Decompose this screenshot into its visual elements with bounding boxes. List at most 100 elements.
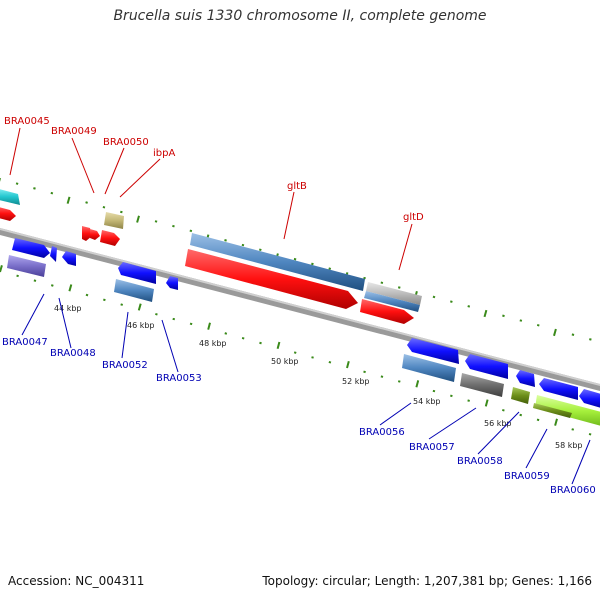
gene-label-bra0047: BRA0047 (2, 337, 48, 348)
minor-tick (102, 206, 106, 209)
major-tick (0, 265, 3, 273)
gene-label-bra0058: BRA0058 (457, 456, 503, 467)
feature-steel-gltd (364, 291, 420, 312)
minor-tick (15, 182, 19, 185)
minor-tick (589, 338, 592, 341)
minor-tick (571, 333, 575, 336)
minor-tick (450, 300, 453, 303)
minor-tick (189, 322, 193, 326)
minor-tick (588, 432, 592, 436)
feature-red-ibpa (100, 230, 120, 246)
minor-tick (363, 276, 366, 280)
gene-label-bra0053: BRA0053 (156, 373, 202, 384)
minor-tick (172, 224, 175, 228)
minor-tick (50, 284, 54, 287)
gene-label-bra0048: BRA0048 (50, 348, 96, 359)
feature-steel-0052 (114, 279, 154, 302)
gene-label-bra0060: BRA0060 (550, 485, 596, 496)
features (0, 189, 600, 426)
scale-labels: 44 kbp 46 kbp 48 kbp 50 kbp 52 kbp 54 kb… (54, 304, 583, 450)
minor-tick (467, 305, 471, 308)
major-tick (484, 399, 489, 407)
minor-tick (311, 262, 314, 266)
feature-blue-0058 (516, 370, 535, 387)
topology-summary: Topology: circular; Length: 1,207,381 bp… (262, 574, 592, 588)
gene-label-gltd: gltD (403, 212, 424, 223)
minor-tick (432, 389, 436, 393)
feature-blue-0056 (407, 338, 459, 364)
feature-purple-0047 (7, 255, 46, 277)
feature-steel-gltb (190, 233, 365, 291)
minor-tick (120, 303, 124, 306)
minor-tick (241, 243, 245, 247)
gene-label-bra0059: BRA0059 (504, 471, 550, 482)
minor-tick (103, 298, 106, 302)
major-tick (554, 418, 558, 426)
major-tick (207, 322, 211, 330)
minor-tick (154, 220, 158, 223)
feature-blue-0059 (539, 378, 578, 400)
feature-blue-0052 (118, 262, 156, 284)
gene-labels-top: BRA0045 BRA0049 BRA0050 ibpA gltB gltD (4, 116, 424, 223)
minor-tick (155, 312, 158, 316)
minor-tick (224, 332, 228, 335)
feature-gray-gltd (366, 282, 422, 305)
gene-label-bra0057: BRA0057 (409, 442, 455, 453)
minor-tick (311, 356, 314, 359)
minor-tick (536, 418, 540, 422)
tick-label-44: 44 kbp (54, 304, 82, 313)
feature-blue-0047 (12, 238, 50, 258)
major-tick (68, 284, 73, 292)
minor-tick (241, 337, 245, 340)
minor-tick (224, 239, 227, 242)
gene-label-gltb: gltB (287, 181, 307, 192)
major-tick (136, 215, 140, 223)
minor-tick (172, 317, 176, 321)
tick-label-58: 58 kbp (555, 441, 583, 450)
major-tick (346, 360, 350, 369)
minor-tick (432, 295, 436, 299)
feature-cyan (0, 189, 20, 205)
tick-label-56: 56 kbp (484, 419, 512, 428)
accession-text: Accession: NC_004311 (8, 574, 145, 588)
minor-tick (85, 293, 89, 297)
feature-dark-0057 (460, 373, 504, 397)
major-tick (137, 303, 142, 311)
gene-label-ibpa: ibpA (153, 148, 175, 159)
backbone (0, 228, 600, 391)
major-tick (276, 341, 281, 350)
minor-tick (536, 324, 540, 327)
minor-tick (85, 201, 88, 204)
minor-tick (33, 187, 36, 190)
minor-tick (519, 413, 523, 417)
feature-khaki (104, 212, 124, 229)
major-tick (415, 380, 420, 388)
minor-tick (16, 274, 19, 278)
feature-red-gltd (360, 299, 414, 324)
feature-blue-small (50, 246, 57, 262)
feature-red-left (0, 207, 16, 221)
feature-olive-0058 (511, 387, 530, 404)
minor-tick (380, 281, 384, 284)
minor-tick (397, 286, 401, 289)
feature-blue-0057 (465, 354, 508, 379)
minor-tick (519, 319, 523, 322)
gene-labels-bottom: BRA0047 BRA0048 BRA0052 BRA0053 BRA0056 … (2, 337, 596, 496)
minor-tick (293, 257, 297, 261)
minor-tick (502, 314, 505, 318)
tick-label-50: 50 kbp (271, 357, 299, 366)
minor-tick (328, 267, 332, 270)
tick-label-54: 54 kbp (413, 397, 441, 406)
major-tick (483, 309, 488, 318)
feature-steel-0056 (402, 354, 456, 382)
minor-tick (50, 191, 54, 195)
minor-tick (571, 428, 575, 431)
minor-tick (189, 229, 193, 233)
callout-lines (9, 127, 591, 485)
gene-label-bra0049: BRA0049 (51, 126, 97, 137)
minor-tick (363, 370, 366, 374)
minor-tick (397, 380, 401, 383)
minor-tick (450, 394, 453, 398)
gene-label-bra0052: BRA0052 (102, 360, 148, 371)
